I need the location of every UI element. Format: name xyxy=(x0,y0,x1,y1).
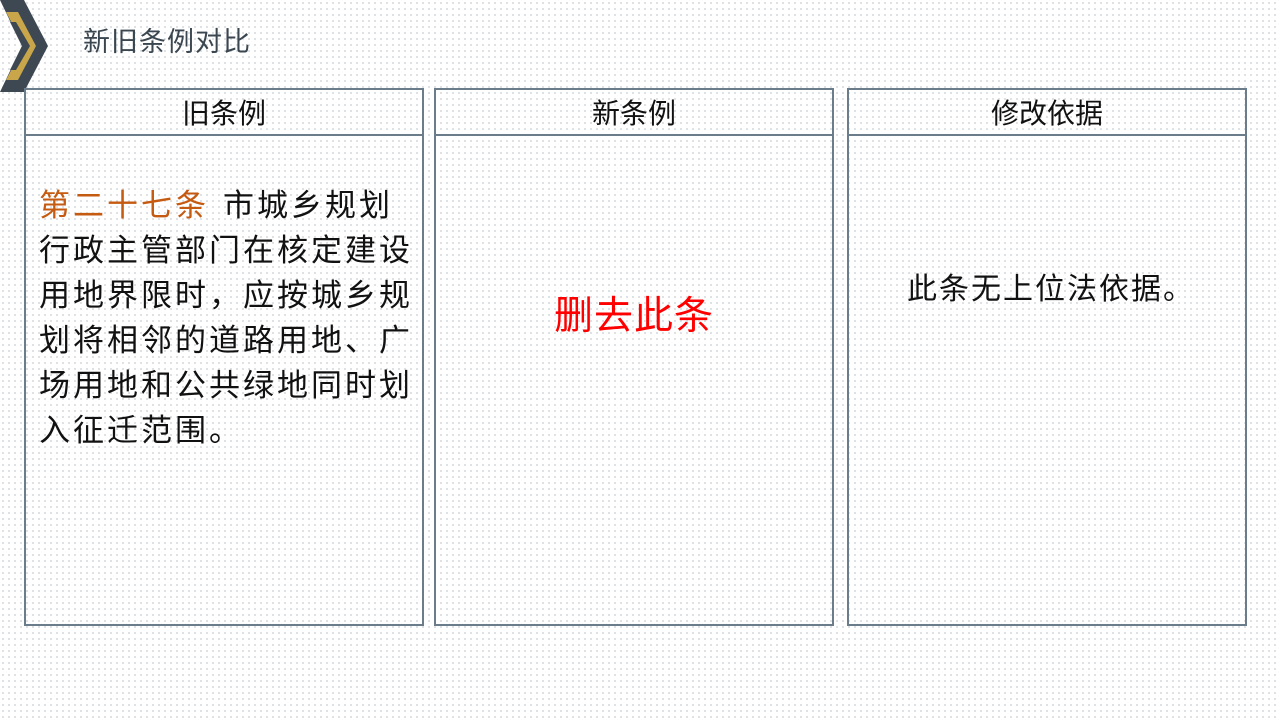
deleted-notice: 删去此条 xyxy=(553,294,714,339)
old-regulation-body: 第二十七条市城乡规划行政主管部门在核定建设用地界限时，应按城乡规划将相邻的道路用… xyxy=(26,136,422,624)
chevron-icon xyxy=(0,0,48,92)
revision-basis-column: 修改依据 此条无上位法依据。 xyxy=(847,88,1247,626)
old-regulation-content: 市城乡规划行政主管部门在核定建设用地界限时，应按城乡规划将相邻的道路用地、广场用… xyxy=(39,188,413,449)
new-regulation-header: 新条例 xyxy=(436,90,832,136)
article-number: 第二十七条 xyxy=(39,188,209,224)
revision-basis-text: 此条无上位法依据。 xyxy=(907,272,1195,307)
old-regulation-text: 第二十七条市城乡规划行政主管部门在核定建设用地界限时，应按城乡规划将相邻的道路用… xyxy=(39,184,419,454)
new-regulation-column: 新条例 删去此条 xyxy=(434,88,834,626)
revision-basis-header: 修改依据 xyxy=(849,90,1245,136)
slide-title: 新旧条例对比 xyxy=(83,27,251,58)
old-regulation-header: 旧条例 xyxy=(26,90,422,136)
new-regulation-body: 删去此条 xyxy=(436,136,832,624)
old-regulation-column: 旧条例 第二十七条市城乡规划行政主管部门在核定建设用地界限时，应按城乡规划将相邻… xyxy=(24,88,424,626)
revision-basis-body: 此条无上位法依据。 xyxy=(849,136,1245,624)
